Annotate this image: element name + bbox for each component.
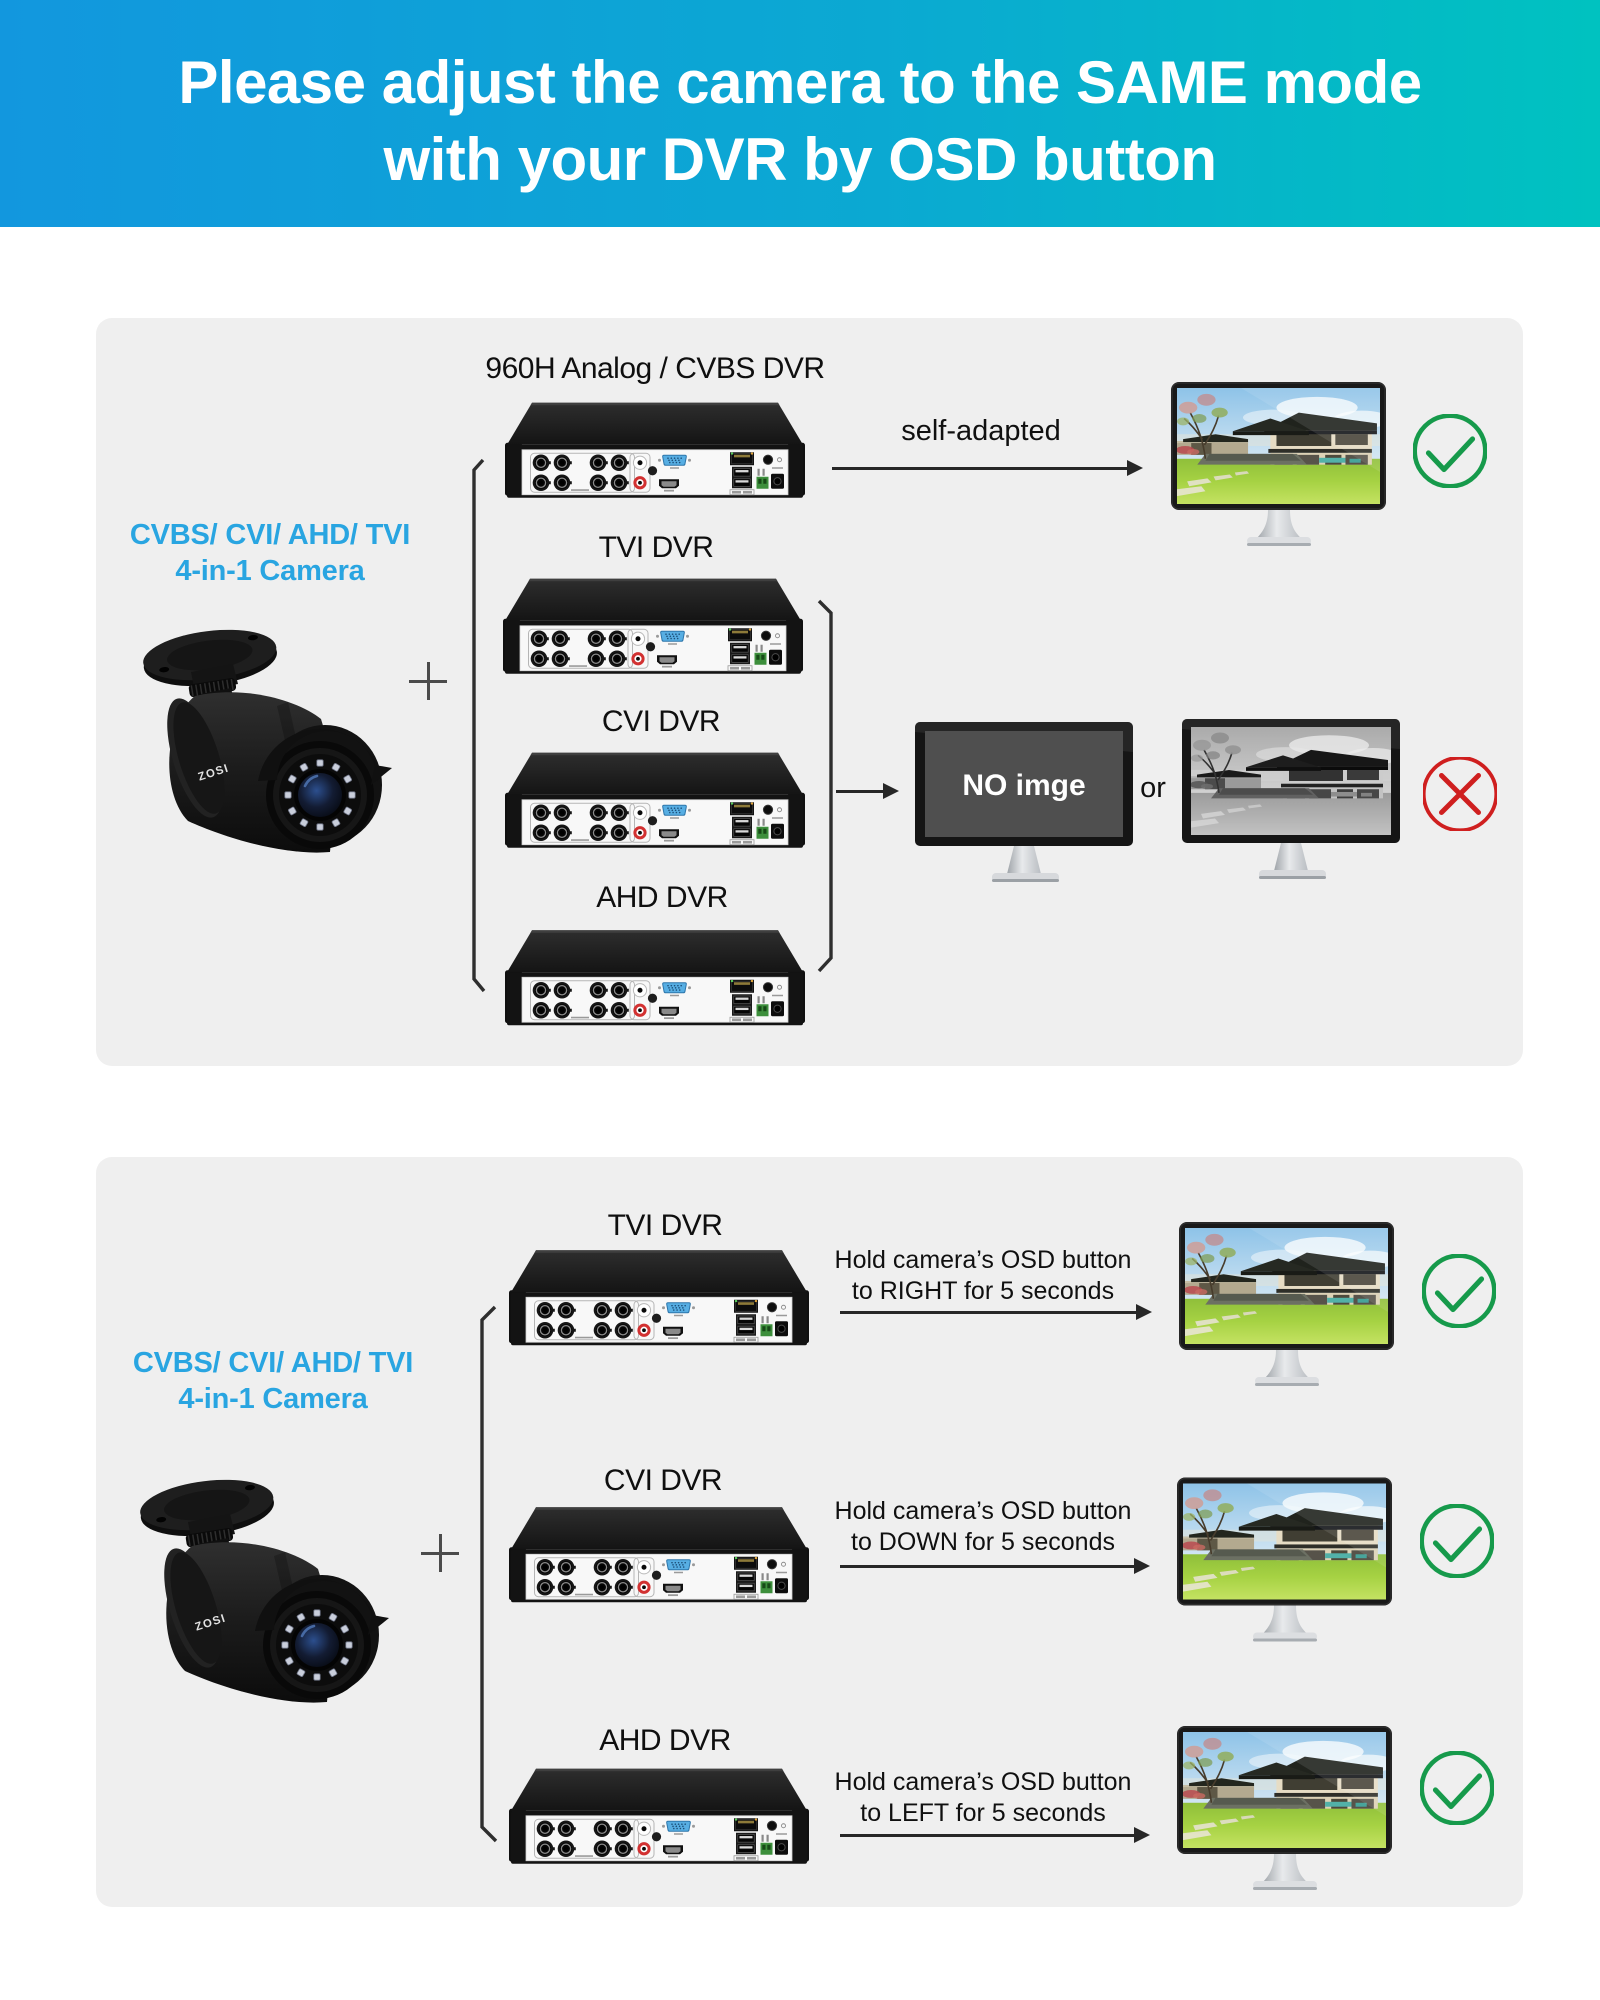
svg-text:NO imge: NO imge bbox=[962, 769, 1085, 802]
